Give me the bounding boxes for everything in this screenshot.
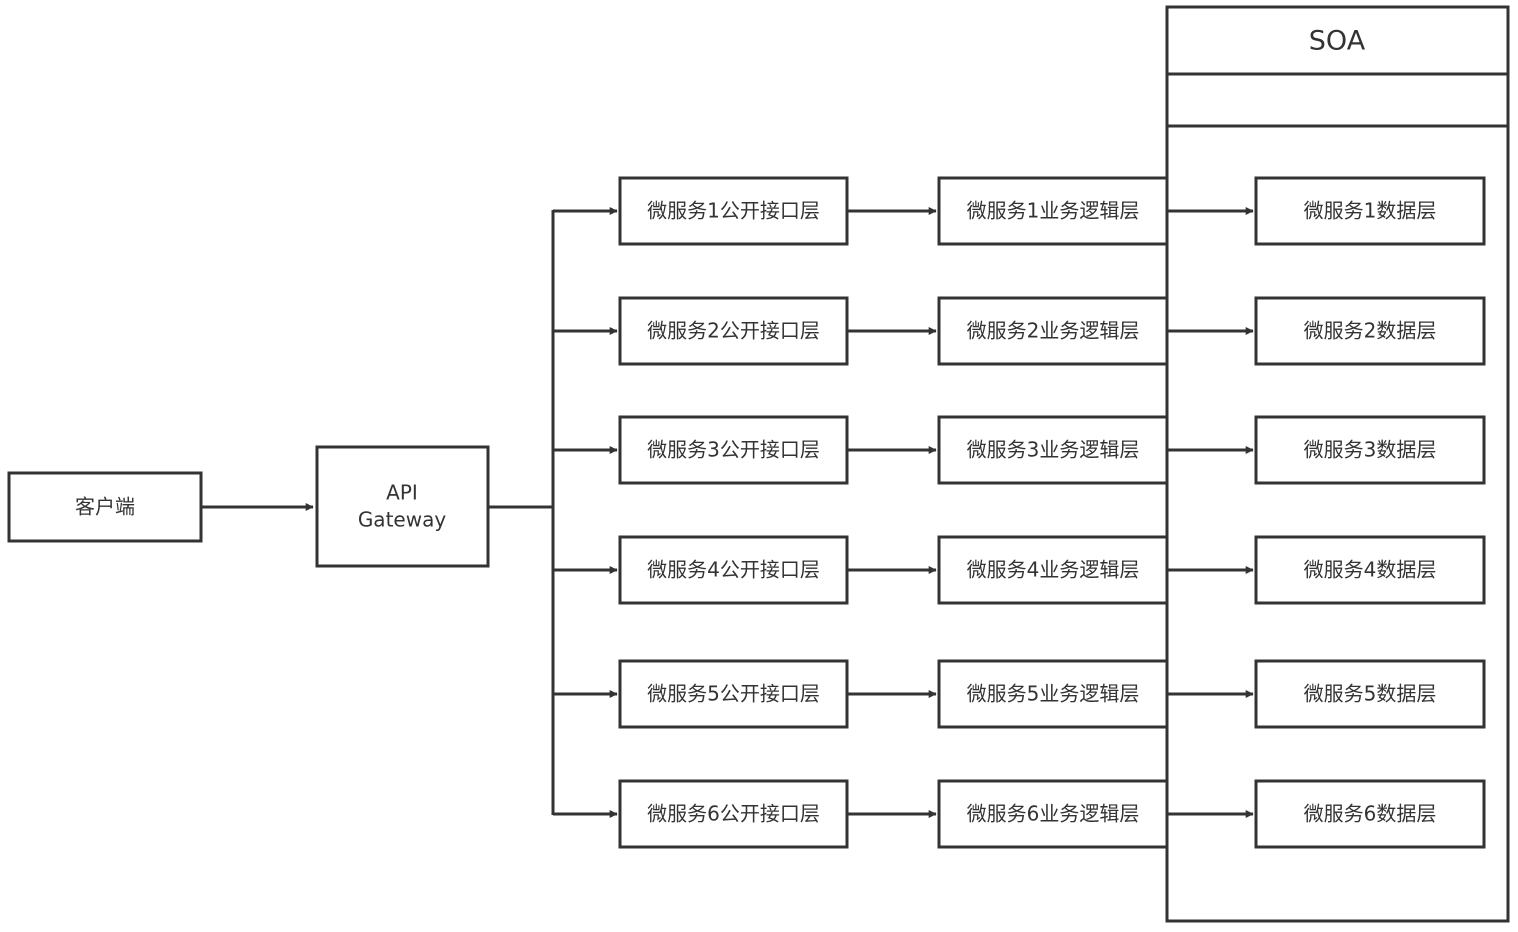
- data-layer-node-2: 微服务2数据层: [1254, 296, 1486, 366]
- logic-layer-label-4: 微服务4业务逻辑层: [967, 558, 1140, 582]
- data-layer-node-4: 微服务4数据层: [1254, 535, 1486, 605]
- data-layer-node-5: 微服务5数据层: [1254, 659, 1486, 729]
- data-layer-label-3: 微服务3数据层: [1304, 438, 1437, 462]
- api-gateway-node: API Gateway: [315, 445, 490, 568]
- client-label: 客户端: [75, 495, 135, 519]
- logic-layer-label-5: 微服务5业务逻辑层: [967, 682, 1140, 706]
- data-layer-label-5: 微服务5数据层: [1304, 682, 1437, 706]
- gateway-label-line1: API: [386, 481, 418, 505]
- api-layer-label-4: 微服务4公开接口层: [647, 558, 820, 582]
- data-layer-node-1: 微服务1数据层: [1254, 176, 1486, 246]
- logic-layer-node-6: 微服务6业务逻辑层: [937, 779, 1169, 849]
- client-node: 客户端: [7, 471, 203, 543]
- data-layer-label-1: 微服务1数据层: [1304, 199, 1437, 223]
- logic-layer-label-1: 微服务1业务逻辑层: [967, 199, 1140, 223]
- logic-layer-label-2: 微服务2业务逻辑层: [967, 319, 1140, 343]
- service-row-3: 微服务3公开接口层 微服务3业务逻辑层 微服务3数据层: [553, 415, 1486, 485]
- data-layer-label-2: 微服务2数据层: [1304, 319, 1437, 343]
- logic-layer-node-5: 微服务5业务逻辑层: [937, 659, 1169, 729]
- service-row-5: 微服务5公开接口层 微服务5业务逻辑层 微服务5数据层: [553, 659, 1486, 729]
- data-layer-label-4: 微服务4数据层: [1304, 558, 1437, 582]
- api-layer-label-5: 微服务5公开接口层: [647, 682, 820, 706]
- logic-layer-node-3: 微服务3业务逻辑层: [937, 415, 1169, 485]
- api-layer-node-2: 微服务2公开接口层: [618, 296, 849, 366]
- soa-title: SOA: [1309, 26, 1366, 57]
- logic-layer-label-6: 微服务6业务逻辑层: [967, 802, 1140, 826]
- api-layer-node-1: 微服务1公开接口层: [618, 176, 849, 246]
- gateway-label-line2: Gateway: [358, 508, 447, 532]
- api-layer-node-3: 微服务3公开接口层: [618, 415, 849, 485]
- data-layer-node-6: 微服务6数据层: [1254, 779, 1486, 849]
- logic-layer-node-1: 微服务1业务逻辑层: [937, 176, 1169, 246]
- logic-layer-node-2: 微服务2业务逻辑层: [937, 296, 1169, 366]
- service-row-6: 微服务6公开接口层 微服务6业务逻辑层 微服务6数据层: [553, 779, 1486, 849]
- api-layer-node-4: 微服务4公开接口层: [618, 535, 849, 605]
- api-layer-node-5: 微服务5公开接口层: [618, 659, 849, 729]
- service-row-4: 微服务4公开接口层 微服务4业务逻辑层 微服务4数据层: [553, 535, 1486, 605]
- api-layer-label-1: 微服务1公开接口层: [647, 199, 820, 223]
- data-layer-node-3: 微服务3数据层: [1254, 415, 1486, 485]
- api-layer-label-3: 微服务3公开接口层: [647, 438, 820, 462]
- api-layer-label-6: 微服务6公开接口层: [647, 802, 820, 826]
- service-row-2: 微服务2公开接口层 微服务2业务逻辑层 微服务2数据层: [553, 296, 1486, 366]
- api-layer-node-6: 微服务6公开接口层: [618, 779, 849, 849]
- logic-layer-label-3: 微服务3业务逻辑层: [967, 438, 1140, 462]
- service-row-1: 微服务1公开接口层 微服务1业务逻辑层 微服务1数据层: [553, 176, 1486, 246]
- logic-layer-node-4: 微服务4业务逻辑层: [937, 535, 1169, 605]
- data-layer-label-6: 微服务6数据层: [1304, 802, 1437, 826]
- api-layer-label-2: 微服务2公开接口层: [647, 319, 820, 343]
